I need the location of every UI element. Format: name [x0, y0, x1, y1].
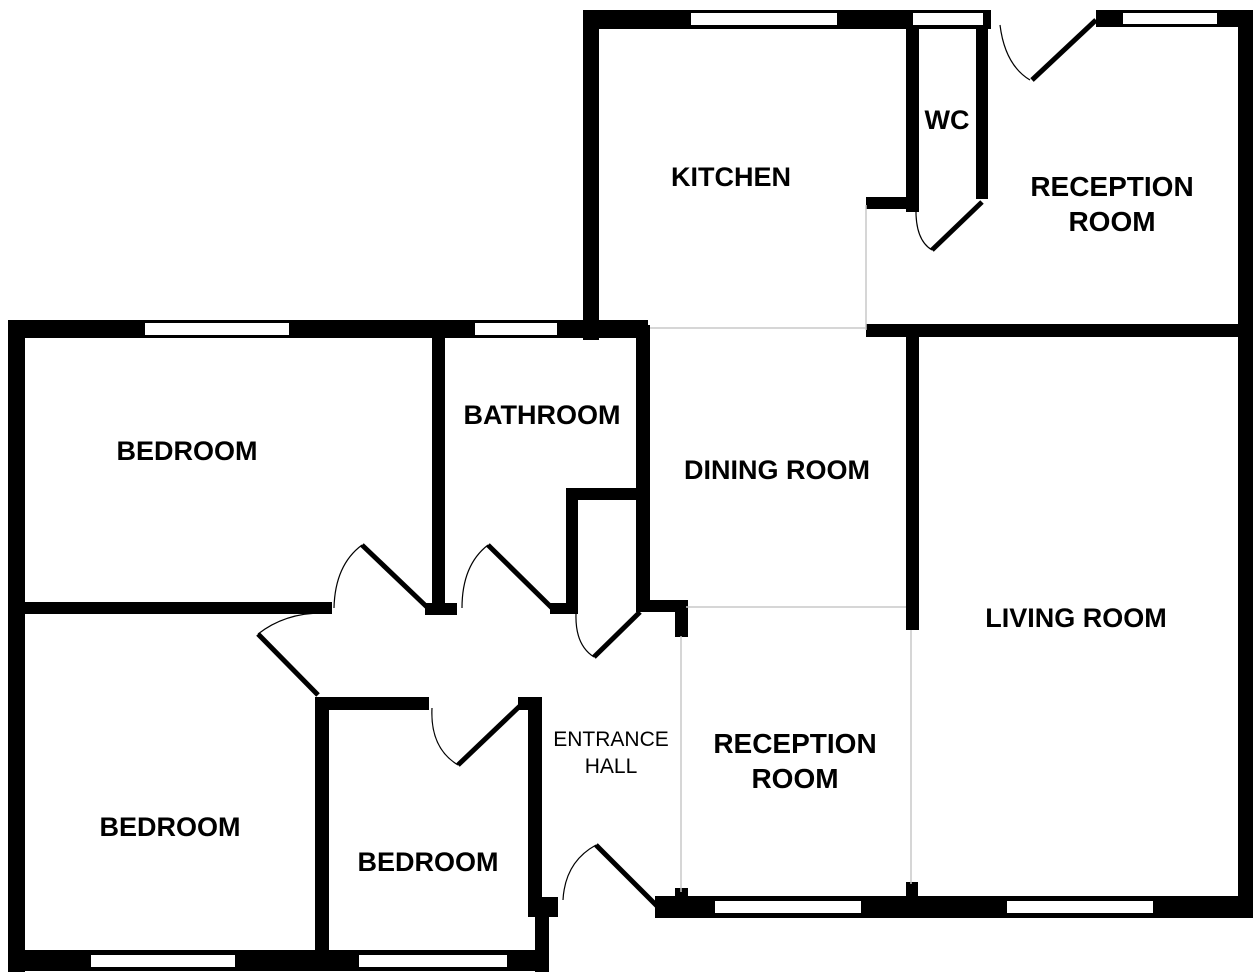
wall-cupboard-left: [566, 488, 578, 613]
wall-bedroom-stub: [425, 603, 457, 615]
door-leaf-cupboard: [592, 610, 642, 659]
label-wc: WC: [925, 105, 970, 135]
windows: [89, 11, 1219, 969]
door-leaf-bedroom-top: [360, 543, 430, 610]
label-bedroom-top-left: BEDROOM: [117, 436, 258, 466]
label-dining-room: DINING ROOM: [684, 455, 870, 485]
label-living-room: LIVING ROOM: [985, 603, 1167, 633]
wall-entrance-right-drop: [535, 897, 549, 972]
door-swing-bedroom-bottom-left: [257, 612, 323, 635]
label-kitchen: KITCHEN: [671, 162, 791, 192]
window-reception-bottom: [713, 899, 863, 915]
door-leaf-front: [594, 843, 661, 910]
wall-wc-right: [976, 27, 988, 199]
door-leaf-bedroom-mid: [456, 702, 524, 767]
label-reception-top-line1: RECEPTION: [1030, 171, 1193, 202]
door-swing-cupboard: [575, 613, 595, 658]
wall-bedroom-divider: [20, 602, 332, 614]
label-entrance-hall-line2: HALL: [585, 755, 638, 778]
window-kitchen: [689, 11, 839, 27]
window-bedroom-bottom-left: [89, 953, 237, 969]
door-swing-wc: [915, 206, 933, 251]
door-leaf-bedroom-bottom-left: [256, 632, 320, 697]
wall-reception-top-bottom: [866, 324, 1253, 337]
door-leaf-wc: [930, 200, 984, 252]
door-swing-front: [562, 844, 597, 901]
label-reception-top-line2: ROOM: [1068, 206, 1155, 237]
label-bedroom-bottom-left: BEDROOM: [100, 812, 241, 842]
open-partitions: [650, 205, 912, 892]
door-leaf-reception-top: [1030, 18, 1098, 82]
window-bedroom-top: [143, 321, 291, 337]
door-swing-reception-top: [999, 24, 1031, 81]
door-swing-bedroom-top: [333, 544, 363, 609]
wall-dining-stub-down: [675, 600, 688, 637]
wall-east-top: [1238, 10, 1253, 340]
door-swing-bathroom: [461, 544, 489, 609]
label-bathroom: BATHROOM: [464, 400, 621, 430]
room-labels: KITCHEN WC RECEPTION ROOM BEDROOM BATHRO…: [100, 105, 1194, 877]
window-wc: [911, 11, 985, 27]
wall-reception-bottom-left: [675, 888, 688, 918]
window-reception-top: [1121, 11, 1219, 26]
wall-east-bottom: [1238, 330, 1253, 918]
label-reception-bottom-line2: ROOM: [751, 763, 838, 794]
wall-wc-left: [906, 27, 919, 212]
door-leaf-bathroom: [486, 543, 554, 610]
wall-bedroom-mid-stub: [518, 697, 542, 710]
label-reception-bottom-line1: RECEPTION: [713, 728, 876, 759]
label-entrance-hall-line1: ENTRANCE: [553, 728, 669, 751]
wall-bath-stub: [550, 603, 578, 614]
wall-bathroom-right: [636, 325, 650, 605]
window-bathroom: [473, 321, 559, 337]
wall-bedroom-top-right: [432, 335, 445, 615]
wall-bedroom-mid-left: [315, 697, 329, 962]
door-swing-bedroom-mid: [431, 707, 459, 766]
wall-living-left: [906, 332, 919, 630]
doors: [256, 18, 1098, 910]
wall-bedroom-mid-right: [528, 697, 542, 912]
label-bedroom-bottom-middle: BEDROOM: [358, 847, 499, 877]
window-bedroom-bottom-mid: [357, 953, 509, 969]
wall-cupboard-top: [566, 488, 644, 500]
wall-kitchen-left: [583, 10, 599, 340]
wall-west: [8, 320, 25, 972]
wall-kitchen-stub: [866, 197, 912, 209]
wall-bedroom-mid-top: [315, 697, 429, 710]
window-living: [1005, 899, 1155, 915]
